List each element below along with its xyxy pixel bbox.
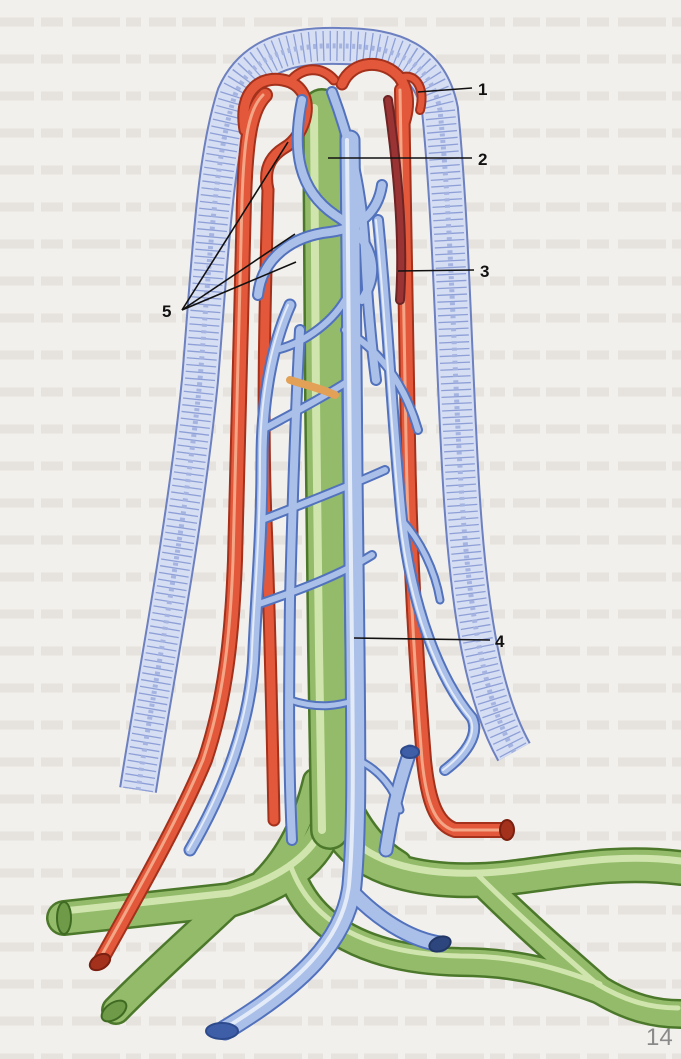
label-3: 3 (480, 262, 489, 281)
label-1: 1 (478, 80, 487, 99)
artery-open-end-right (500, 820, 514, 840)
page-number: 14 (646, 1024, 673, 1051)
vein-open-end-stub (401, 746, 419, 758)
label-5: 5 (162, 302, 171, 321)
vein-open-end-bottom (206, 1023, 238, 1039)
label-2: 2 (478, 150, 487, 169)
label-4: 4 (495, 632, 505, 651)
leader-line-3 (398, 270, 474, 271)
lymph-open-end-left (57, 902, 71, 934)
